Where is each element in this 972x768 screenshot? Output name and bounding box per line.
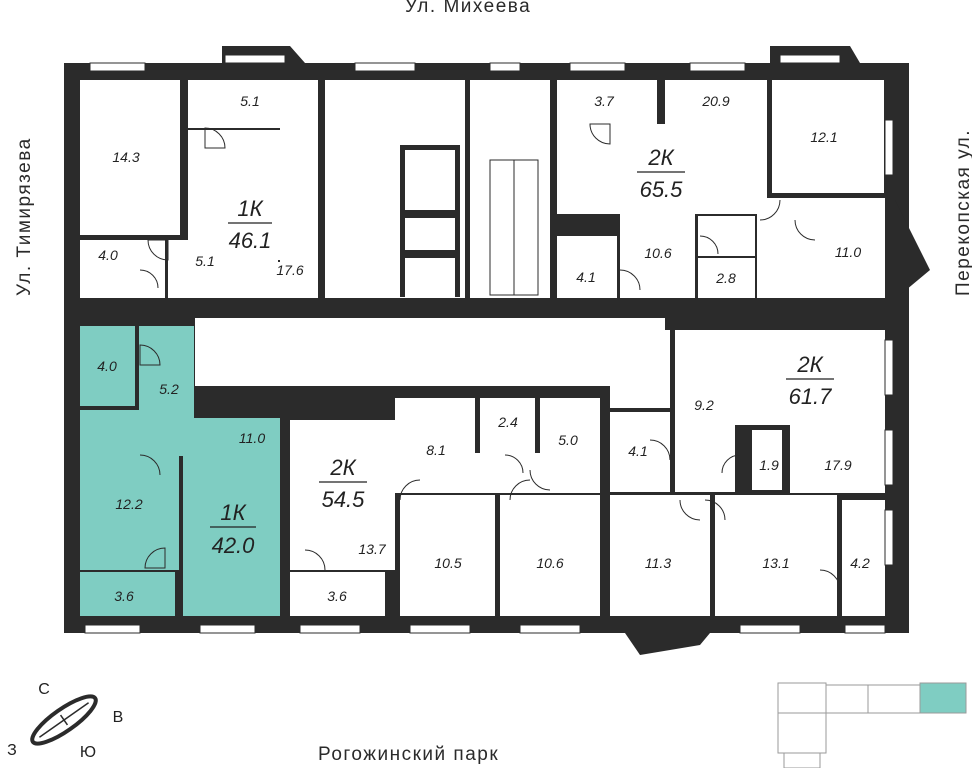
apartment-type: 1К xyxy=(220,500,246,525)
room-14-3 xyxy=(80,80,180,235)
room-17-9 xyxy=(790,425,885,493)
room-4-1-bottom xyxy=(610,412,670,492)
room-area: 4.1 xyxy=(628,443,647,459)
room-area: 4.1 xyxy=(576,269,595,285)
apartment-type: 2К xyxy=(796,352,823,377)
apt-1k-42[interactable] xyxy=(80,326,280,616)
apartment-area: 54.5 xyxy=(322,487,366,512)
room-area: 10.5 xyxy=(434,555,461,571)
apartment-labels: 1К 46.1 2К 65.5 2К 61.7 2К 54.5 1К 42.0 xyxy=(210,145,834,558)
room-10-5 xyxy=(400,495,495,616)
room-5-1-top xyxy=(188,80,318,128)
apartment-label-2k-54: 2К 54.5 xyxy=(319,455,367,512)
room-9-2 xyxy=(675,330,735,492)
apartment-type: 2К xyxy=(329,455,356,480)
apartment-type: 2К xyxy=(647,145,674,170)
apt-2k-54-main xyxy=(290,420,395,570)
windows xyxy=(84,54,894,634)
room-10-6-top xyxy=(620,214,695,298)
street-top-label: Ул. Михеева xyxy=(405,0,532,17)
main-corridor xyxy=(195,318,665,386)
apartment-label-2k-65: 2К 65.5 xyxy=(637,145,685,202)
apartment-area: 42.0 xyxy=(212,533,256,558)
room-3-6-bottom xyxy=(290,572,385,616)
compass-west: З xyxy=(7,742,17,759)
room-area: 2.4 xyxy=(497,414,518,430)
room-17-6 xyxy=(250,262,318,298)
apartment-area: 46.1 xyxy=(229,228,272,253)
room-13-1 xyxy=(715,495,837,616)
room-area: 17.9 xyxy=(824,457,851,473)
room-1-9 xyxy=(752,430,782,490)
doors xyxy=(139,123,841,591)
room-4-2 xyxy=(842,500,885,616)
room-area: 3.6 xyxy=(327,588,347,604)
room-area: 10.6 xyxy=(644,245,671,261)
apartment-area: 65.5 xyxy=(640,177,684,202)
compass-north: С xyxy=(38,681,50,698)
room-area: 20.9 xyxy=(701,93,729,109)
room-area: 14.3 xyxy=(112,149,139,165)
room-area: 5.1 xyxy=(195,253,214,269)
room-11-3 xyxy=(610,495,710,616)
room-area: 3.7 xyxy=(594,93,615,109)
room-area: 4.2 xyxy=(850,555,870,571)
room-4-0-top xyxy=(80,240,165,298)
stairs xyxy=(489,159,539,296)
apartment-label-1k-46: 1К 46.1 xyxy=(228,196,272,253)
room-3-7 xyxy=(557,80,657,124)
room-20-9 xyxy=(665,80,767,124)
room-4-1-top xyxy=(557,236,617,298)
room-area: 11.3 xyxy=(645,555,671,571)
room-area: 9.2 xyxy=(694,397,714,413)
compass xyxy=(30,694,98,746)
room-area: 17.6 xyxy=(276,262,303,278)
room-10-6-bottom xyxy=(500,495,600,616)
room-area: 10.6 xyxy=(536,555,563,571)
key-plan xyxy=(777,682,967,768)
room-area: 3.6 xyxy=(114,588,134,604)
room-2-8 xyxy=(698,258,755,298)
apartment-label-2k-61: 2К 61.7 xyxy=(786,352,834,409)
compass-south: Ю xyxy=(80,744,96,761)
apartment-label-1k-42: 1К 42.0 xyxy=(210,500,256,558)
compass-east: В xyxy=(113,709,124,726)
room-area: 13.1 xyxy=(762,555,789,571)
room-2-4 xyxy=(480,398,535,453)
apartment-area: 61.7 xyxy=(789,384,833,409)
room-area: 12.2 xyxy=(115,496,142,512)
room-area: 5.2 xyxy=(159,381,179,397)
room-area: 12.1 xyxy=(810,129,837,145)
room-12-1 xyxy=(772,80,884,193)
room-area: 13.7 xyxy=(358,541,386,557)
room-area: 11.0 xyxy=(835,244,861,260)
room-area: 1.9 xyxy=(759,457,779,473)
room-area: 5.0 xyxy=(558,432,578,448)
room-area: 11.0 xyxy=(239,430,265,446)
apartment-type: 1К xyxy=(237,196,263,221)
apt-2k-61-main xyxy=(735,330,885,425)
room-area: 2.8 xyxy=(715,270,736,286)
key-plan-current-section xyxy=(919,682,967,714)
room-area: 5.1 xyxy=(240,93,259,109)
room-area: 4.0 xyxy=(98,247,118,263)
room-11-0-right xyxy=(757,198,885,298)
apt-2k-65-main xyxy=(557,124,767,214)
street-bottom-label: Рогожинский парк xyxy=(318,744,500,765)
room-17-6-upper xyxy=(280,128,318,262)
room-area: 4.0 xyxy=(97,358,117,374)
rooms xyxy=(80,80,885,616)
room-area: 8.1 xyxy=(426,442,445,458)
room-labels: 14.3 5.1 4.0 5.1 17.6 3.7 20.9 12.1 10.6… xyxy=(97,93,870,604)
